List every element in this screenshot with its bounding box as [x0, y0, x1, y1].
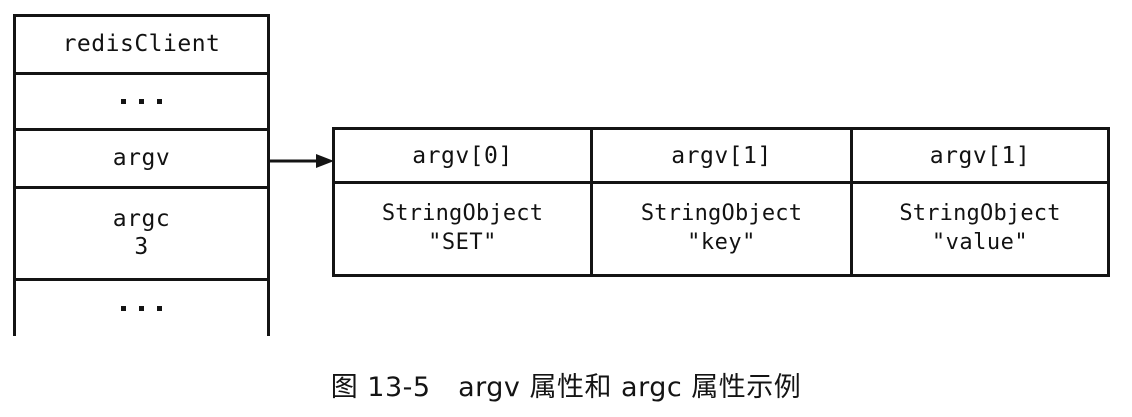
argv-header-cell-1: argv[1] — [593, 130, 853, 181]
argv-object-value-label: "value" — [931, 230, 1029, 255]
struct-field-argv-label: argv — [112, 144, 171, 171]
argv-header-cell-2: argv[1] — [853, 130, 1107, 181]
argv-value-cell-0: StringObject "SET" — [335, 184, 593, 274]
argv-object-type-label: StringObject — [381, 201, 544, 227]
argv-object-value-label: "SET" — [428, 230, 497, 255]
struct-row-title: redisClient — [16, 17, 267, 75]
struct-row-ellipsis-bottom — [16, 281, 267, 336]
argv-table-body-row: StringObject "SET" StringObject "key" St… — [335, 184, 1107, 274]
arrow-right-icon — [268, 154, 334, 168]
argv-header-cell-0: argv[0] — [335, 130, 593, 181]
struct-row-argv: argv — [16, 131, 267, 189]
argv-value-cell-2: StringObject "value" — [853, 184, 1107, 274]
argv-index-label: argv[1] — [929, 142, 1031, 169]
argv-object-type-label: StringObject — [899, 201, 1061, 227]
struct-field-argc-value: 3 — [134, 233, 149, 260]
struct-field-argc-label: argc — [112, 205, 171, 232]
figure-caption: 图 13-5 argv 属性和 argc 属性示例 — [330, 372, 802, 403]
struct-row-argc: argc 3 — [16, 189, 267, 281]
argv-index-label: argv[0] — [412, 142, 513, 169]
argv-value-cell-1: StringObject "key" — [593, 184, 853, 274]
ellipsis-icon — [121, 306, 162, 311]
argv-object-type-label: StringObject — [640, 201, 803, 227]
argv-pointer-connector — [268, 153, 334, 168]
argv-index-label: argv[1] — [671, 142, 772, 169]
redis-client-struct-box: redisClient argv argc 3 — [13, 14, 270, 336]
struct-row-ellipsis-top — [16, 75, 267, 131]
ellipsis-icon — [121, 99, 162, 104]
struct-title-label: redisClient — [62, 30, 221, 57]
argv-object-value-label: "key" — [687, 230, 756, 255]
argv-array-table: argv[0] argv[1] argv[1] StringObject "SE… — [332, 127, 1110, 277]
argv-table-header-row: argv[0] argv[1] argv[1] — [335, 130, 1107, 184]
